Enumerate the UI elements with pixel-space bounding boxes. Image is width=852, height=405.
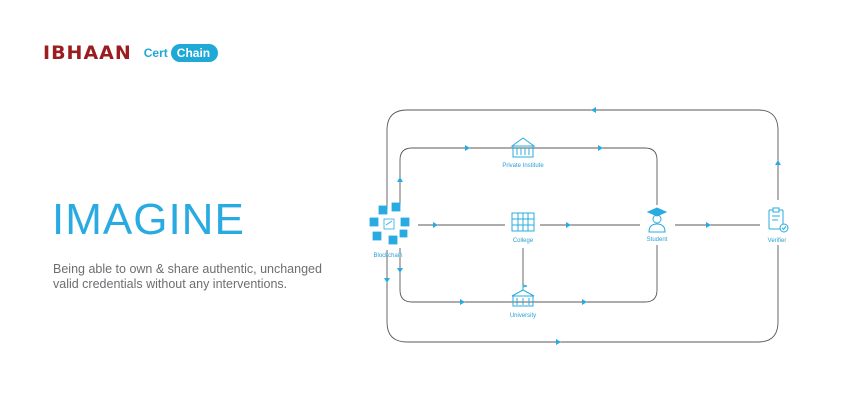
hero-subtitle-line-1: Being able to own & share authentic, unc…	[53, 262, 322, 276]
arrow-outer-top	[591, 107, 596, 113]
arrow-mid-3	[706, 222, 711, 228]
arrow-verifier-up	[775, 160, 781, 165]
arrow-inner-top-2	[598, 145, 603, 151]
node-label-private-institute: Private Institute	[502, 163, 544, 169]
node-label-verifier: Verifier	[768, 238, 787, 244]
node-label-university: University	[510, 313, 536, 319]
arrow-inner-down	[397, 268, 403, 273]
outer-loop-bottom-line	[386, 245, 779, 343]
cert-text: Cert	[143, 46, 168, 60]
outer-loop-line	[386, 109, 779, 210]
hero-subtitle: Being able to own & share authentic, unc…	[53, 262, 353, 292]
chain-text: Chain	[170, 44, 219, 62]
clipboard-check-icon	[768, 207, 789, 233]
brand-name: IBHAAN	[43, 42, 132, 64]
arrow-inner-up	[397, 177, 403, 182]
hero-title: IMAGINE	[52, 195, 245, 244]
node-label-student: Student	[647, 237, 668, 243]
blockchain-icon	[369, 202, 410, 245]
arrow-inner-bottom-2	[582, 299, 587, 305]
arrow-outer-bottom	[556, 339, 561, 345]
node-label-blockchain: Blockchain	[373, 253, 402, 259]
arrow-blockchain-down	[384, 278, 390, 283]
university-icon	[511, 284, 535, 307]
building-icon	[510, 137, 536, 158]
brand-logo: IBHAAN Cert Chain	[43, 40, 219, 66]
node-label-college: College	[513, 238, 534, 244]
arrow-mid-2	[566, 222, 571, 228]
arrow-mid-1	[433, 222, 438, 228]
hero-subtitle-line-2: valid credentials without any interventi…	[53, 277, 288, 291]
student-icon	[646, 207, 668, 233]
arrow-inner-bottom-1	[460, 299, 465, 305]
arrow-inner-top-1	[465, 145, 470, 151]
college-icon	[511, 212, 535, 232]
certchain-logo: Cert Chain	[143, 44, 219, 62]
